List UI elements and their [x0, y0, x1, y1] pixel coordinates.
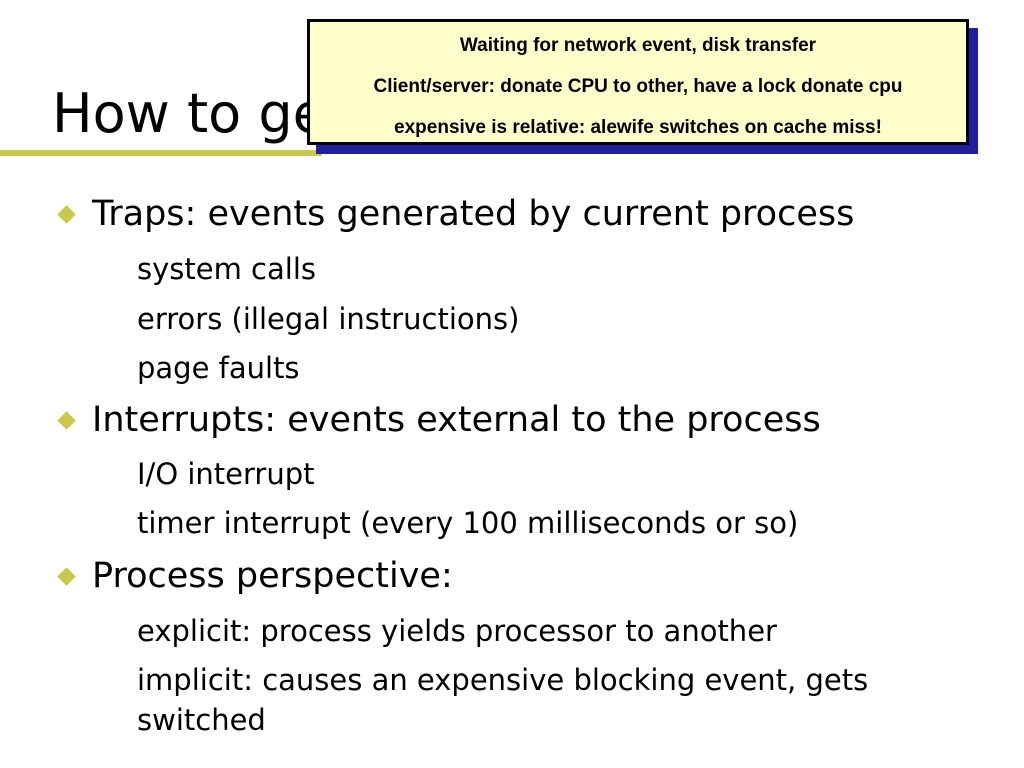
sub-item: switched	[137, 703, 266, 737]
callout-line-3: expensive is relative: alewife switches …	[394, 117, 882, 138]
callout-line-2: Client/server: donate CPU to other, have…	[373, 76, 903, 97]
sub-item: system calls	[137, 252, 316, 286]
bullet-text: Traps: events generated by current proce…	[92, 194, 855, 234]
sub-item: implicit: causes an expensive blocking e…	[137, 663, 869, 697]
bullet-text: Process perspective:	[92, 556, 453, 596]
diamond-bullet-icon	[57, 411, 76, 430]
callout-box: Waiting for network event, disk transfer…	[307, 19, 969, 145]
sub-item: errors (illegal instructions)	[137, 302, 520, 336]
callout-line-1: Waiting for network event, disk transfer	[459, 35, 817, 56]
sub-item: timer interrupt (every 100 milliseconds …	[137, 506, 799, 540]
title-underline	[0, 150, 322, 156]
diamond-bullet-icon	[57, 567, 76, 586]
sub-item: I/O interrupt	[137, 457, 315, 491]
slide-title: How to ge	[52, 82, 326, 145]
diamond-bullet-icon	[57, 205, 76, 224]
bullet-text: Interrupts: events external to the proce…	[92, 400, 821, 440]
sub-item: page faults	[137, 351, 300, 385]
sub-item: explicit: process yields processor to an…	[137, 614, 777, 648]
